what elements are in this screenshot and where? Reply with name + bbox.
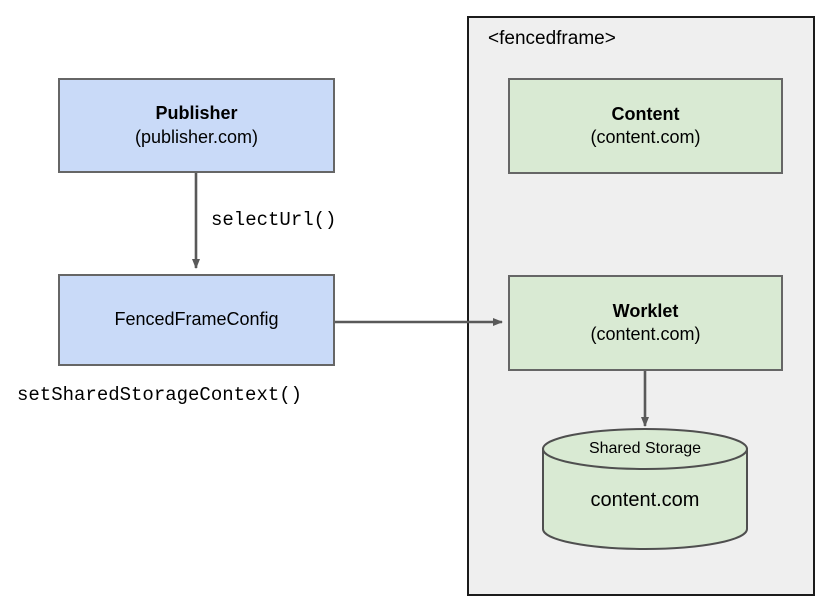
node-publisher-subtitle: (publisher.com) <box>134 126 259 147</box>
node-worklet-subtitle: (content.com) <box>590 324 701 344</box>
fencedframe-label: <fencedframe> <box>488 28 616 49</box>
shared-storage-top-label: Shared Storage <box>588 440 702 457</box>
node-fenced-frame-config[interactable]: FencedFrameConfig <box>58 274 335 366</box>
node-publisher-title: Publisher <box>155 103 238 124</box>
node-fenced-frame-config-title: FencedFrameConfig <box>114 309 279 330</box>
edge-label-set-shared-storage-context: setSharedStorageContext() <box>17 384 303 406</box>
node-worklet-title: Worklet <box>612 300 679 321</box>
node-content-title: Content <box>611 103 680 124</box>
node-worklet[interactable]: Worklet (content.com) <box>508 275 783 371</box>
node-content-subtitle: (content.com) <box>590 127 701 147</box>
cylinder-shape <box>542 428 748 550</box>
node-content[interactable]: Content (content.com) <box>508 78 783 174</box>
edge-label-select-url: selectUrl() <box>211 209 337 231</box>
node-shared-storage[interactable]: Shared Storage content.com <box>542 428 748 550</box>
shared-storage-body-label: content.com <box>590 489 700 511</box>
node-publisher[interactable]: Publisher (publisher.com) <box>58 78 335 173</box>
